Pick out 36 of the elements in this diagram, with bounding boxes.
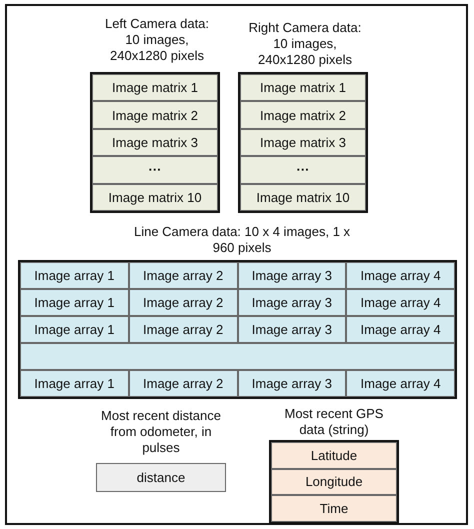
table-cell: Image array 1 (20, 316, 129, 343)
table-cell: Image array 3 (238, 262, 346, 289)
table-cell: Image matrix 3 (92, 128, 218, 156)
table-cell: Image array 1 (20, 289, 129, 316)
table-cell: Image array 3 (238, 316, 346, 343)
table-cell: Image array 3 (238, 370, 346, 397)
table-cell: Image array 4 (346, 289, 455, 316)
table-cell: Image array 2 (128, 289, 238, 316)
heading-text: Most recent distance from odometer, in pulses (100, 408, 222, 456)
table-cell: Image matrix 3 (240, 128, 366, 156)
heading-text: Most recent GPS data (string) (284, 406, 384, 438)
table-cell: Image array 4 (346, 370, 455, 397)
table-cell: Image array 1 (20, 262, 129, 289)
table-cell: Latitude (271, 442, 397, 469)
table-cell: Image matrix 10 (92, 184, 218, 211)
table-cell: Image array 2 (128, 262, 238, 289)
heading-text: Line Camera data: 10 x 4 images, 1 x 960 pixels (132, 224, 352, 256)
heading-text: Left Camera data: 10 images, 240x1280 pixels (104, 16, 210, 64)
empty-row (20, 343, 455, 370)
table-cell: Image matrix 2 (92, 101, 218, 129)
table-cell: Image matrix 1 (240, 74, 366, 102)
table-cell: Image array 2 (128, 370, 238, 397)
table-cell: ··· (240, 156, 366, 184)
table-cell: Image matrix 2 (240, 101, 366, 129)
table-cell: Time (271, 495, 397, 522)
table-cell: Image array 2 (128, 316, 238, 343)
heading-text: Right Camera data: 10 images, 240x1280 pixels (248, 20, 362, 68)
table-cell: Image array 4 (346, 316, 455, 343)
table-cell: Image array 1 (20, 370, 129, 397)
table-cell: Image matrix 1 (92, 74, 218, 102)
table-cell: ··· (92, 156, 218, 184)
table-cell: Image matrix 10 (240, 184, 366, 211)
table-cell: Longitude (271, 468, 397, 496)
table-cell: Image array 4 (346, 262, 455, 289)
value-field: distance (96, 463, 226, 492)
table-cell: Image array 3 (238, 289, 346, 316)
